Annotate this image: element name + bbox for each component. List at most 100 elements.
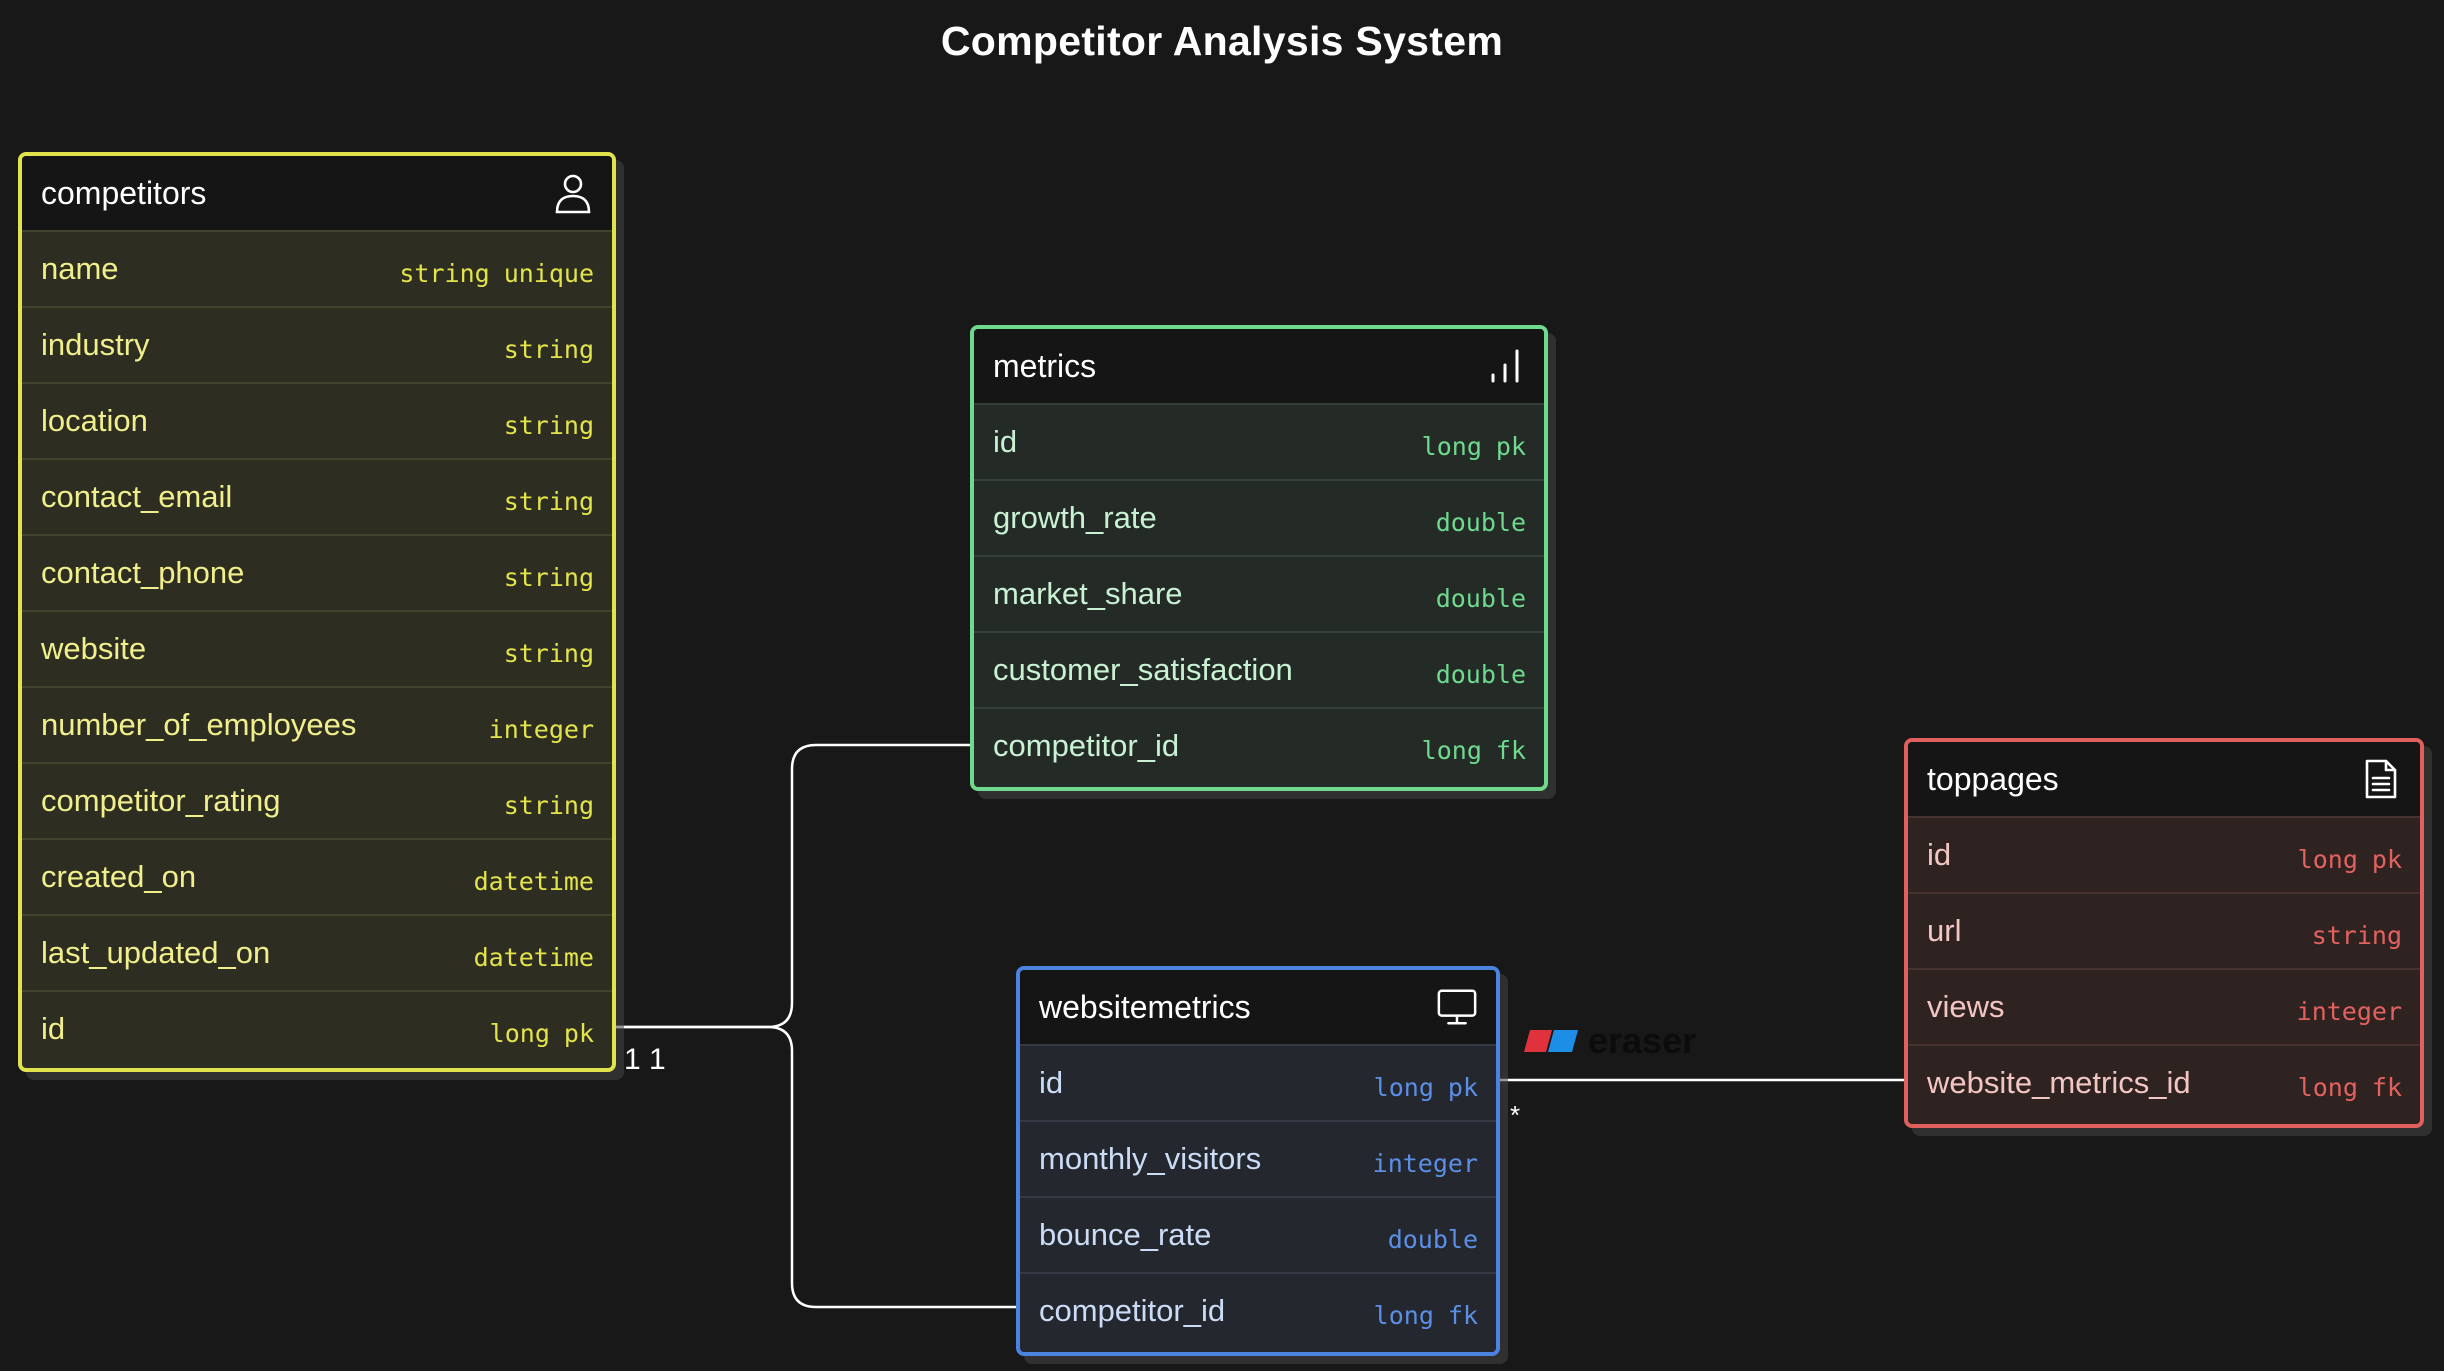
field-name: website [41,631,147,666]
field-type-group: double [1436,576,1526,613]
field-type-group: string [504,327,594,364]
field-name: contact_phone [41,555,245,590]
field-type-group: string [504,403,594,440]
field-key: pk [1495,431,1526,461]
field-name: customer_satisfaction [993,652,1293,687]
field-name: industry [41,327,150,362]
field-type: string [503,638,594,668]
field-key: fk [2371,1072,2402,1102]
field-row-competitors-contact-email[interactable]: contact_email string [22,458,612,534]
field-name: market_share [993,576,1183,611]
field-row-toppages-views[interactable]: views integer [1908,968,2420,1044]
field-type-group: integer [2297,989,2402,1026]
field-name: id [1039,1065,1064,1100]
table-websitemetrics-name: websitemetrics [1039,988,1251,1025]
field-row-competitors-competitor-rating[interactable]: competitor_rating string [22,762,612,838]
field-type: datetime [473,866,594,896]
table-websitemetrics-header[interactable]: websitemetrics [1020,970,1496,1044]
field-type: string [399,258,490,288]
field-type-group: string [2312,913,2402,950]
field-key: fk [1447,1300,1478,1330]
field-type-group: string [504,631,594,668]
field-type-group: datetime [474,935,594,972]
field-name: views [1927,989,2005,1024]
field-type-group: double [1436,500,1526,537]
table-toppages-header[interactable]: toppages [1908,742,2420,816]
field-row-competitors-location[interactable]: location string [22,382,612,458]
field-type: integer [488,714,594,744]
table-competitors-name: competitors [41,174,207,211]
field-type: double [1435,583,1526,613]
diagram-title: Competitor Analysis System [940,18,1504,64]
field-type-group: string [504,555,594,592]
field-row-competitors-website[interactable]: website string [22,610,612,686]
table-competitors-header[interactable]: competitors [22,156,612,230]
field-type: integer [1372,1148,1478,1178]
field-type: integer [2296,996,2402,1026]
field-name: monthly_visitors [1039,1141,1262,1176]
field-row-competitors-last-updated-on[interactable]: last_updated_on datetime [22,914,612,990]
field-row-metrics-customer-satisfaction[interactable]: customer_satisfaction double [974,631,1544,707]
field-type: long [2297,1072,2358,1102]
field-name: created_on [41,859,197,894]
field-row-competitors-contact-phone[interactable]: contact_phone string [22,534,612,610]
field-type-group: double [1436,652,1526,689]
field-type: long [2297,844,2358,874]
field-type: string [2311,920,2402,950]
field-key: pk [2371,844,2402,874]
eraser-logo-text: eraser [1588,1020,1697,1061]
field-type: long [1373,1072,1434,1102]
field-type-group: double [1388,1217,1478,1254]
user-icon [552,172,594,214]
field-name: last_updated_on [41,935,271,970]
field-type-group: integer [1373,1141,1478,1178]
field-type: double [1435,507,1526,537]
field-row-competitors-created-on[interactable]: created_on datetime [22,838,612,914]
field-row-competitors-number-of-employees[interactable]: number_of_employees integer [22,686,612,762]
relation-competitors-metrics [600,743,982,1029]
field-name: id [993,424,1018,459]
table-toppages-name: toppages [1927,760,2059,797]
field-name: website_metrics_id [1927,1065,2191,1100]
monitor-icon [1436,986,1478,1028]
field-name: competitor_rating [41,783,281,818]
field-name: location [41,403,148,438]
field-type: datetime [473,942,594,972]
field-name: name [41,251,119,286]
field-row-websitemetrics-monthly-visitors[interactable]: monthly_visitors integer [1020,1120,1496,1196]
table-metrics-header[interactable]: metrics [974,329,1544,403]
field-type-group: integer [489,707,594,744]
eraser-logo: eraser [1522,1020,1696,1062]
field-type: string [503,790,594,820]
field-name: contact_email [41,479,233,514]
field-name: number_of_employees [41,707,357,742]
field-type: string [503,486,594,516]
table-metrics-name: metrics [993,347,1097,384]
field-row-competitors-industry[interactable]: industry string [22,306,612,382]
field-type: double [1435,659,1526,689]
field-type: long [1373,1300,1434,1330]
field-row-metrics-market-share[interactable]: market_share double [974,555,1544,631]
